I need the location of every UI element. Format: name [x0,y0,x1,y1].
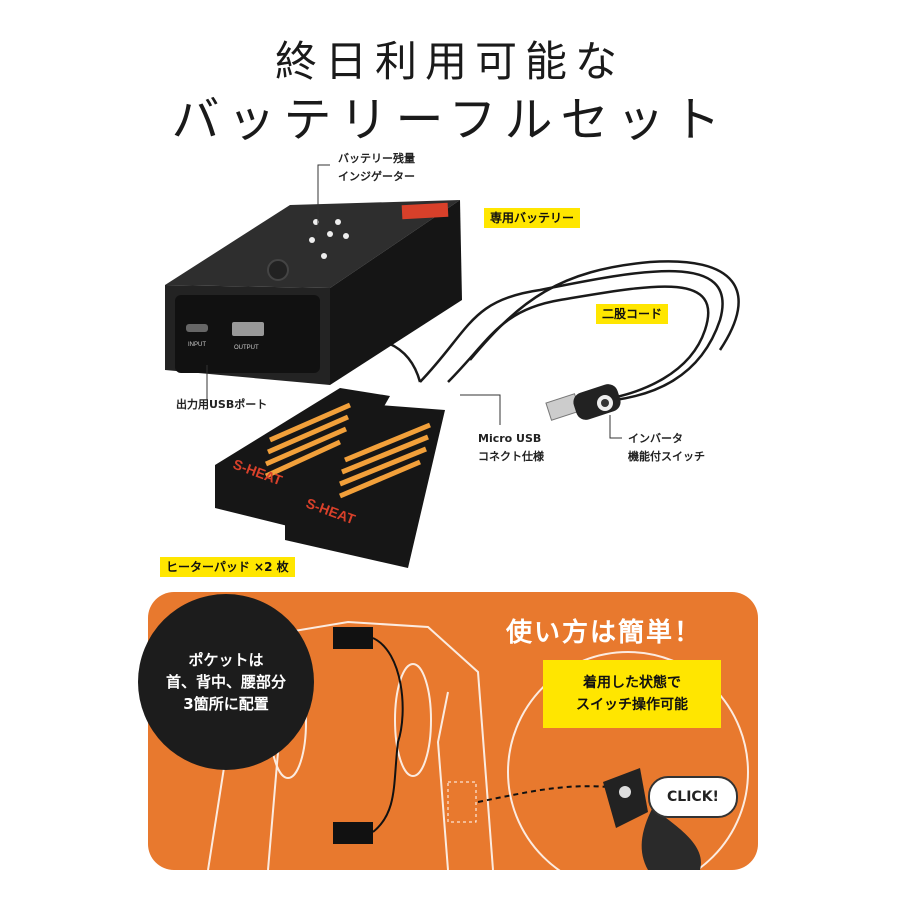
dedicated-battery-tag: 専用バッテリー [484,208,581,228]
headline-line-1: 終日利用可能な [274,37,625,86]
callout-lines [206,164,622,439]
easy-to-use-heading: 使い方は簡単！ [506,618,703,648]
product-illustration: INPUT OUTPUT S-HEAT S-HEAT [165,164,740,568]
split-cord [319,260,740,402]
inverter-label-2: 機能付スイッチ [628,450,705,463]
micro-usb-label-1: Micro USB [478,432,542,445]
battery-indicator-label-2: インジゲーター [338,170,415,183]
switch-line-1: 着用した状態で [583,675,681,691]
input-port-label: INPUT [188,342,206,348]
inverter-label-1: インバータ [628,432,683,445]
usb-output-port-label: 出力用USBポート [176,398,268,411]
micro-usb-label-2: コネクト仕様 [478,450,544,463]
switch-line-2: スイッチ操作可能 [576,697,688,713]
pocket-info-bubble: ポケットは 首、背中、腰部分 3箇所に配置 [138,594,314,770]
heater-pad-left: S-HEAT [215,388,390,532]
pocket-line-2: 首、背中、腰部分 [165,673,286,691]
output-port-label: OUTPUT [234,345,259,351]
switch-operation-box: 着用した状態で スイッチ操作可能 [543,660,721,728]
battery-indicator-label-1: バッテリー残量 [338,152,415,165]
split-cord-tag: 二股コード [596,304,669,324]
heater-pads-tag: ヒーターパッド ×2 枚 [160,557,295,577]
pocket-line-1: ポケットは [188,651,264,669]
pocket-line-3: 3箇所に配置 [183,695,269,713]
headline-line-2: バッテリーフルセット [171,92,729,148]
battery: INPUT OUTPUT [165,200,462,385]
heater-pad-right: S-HEAT [285,405,445,568]
click-bubble: CLICK! [648,776,738,818]
usb-plug-switch [545,384,621,421]
